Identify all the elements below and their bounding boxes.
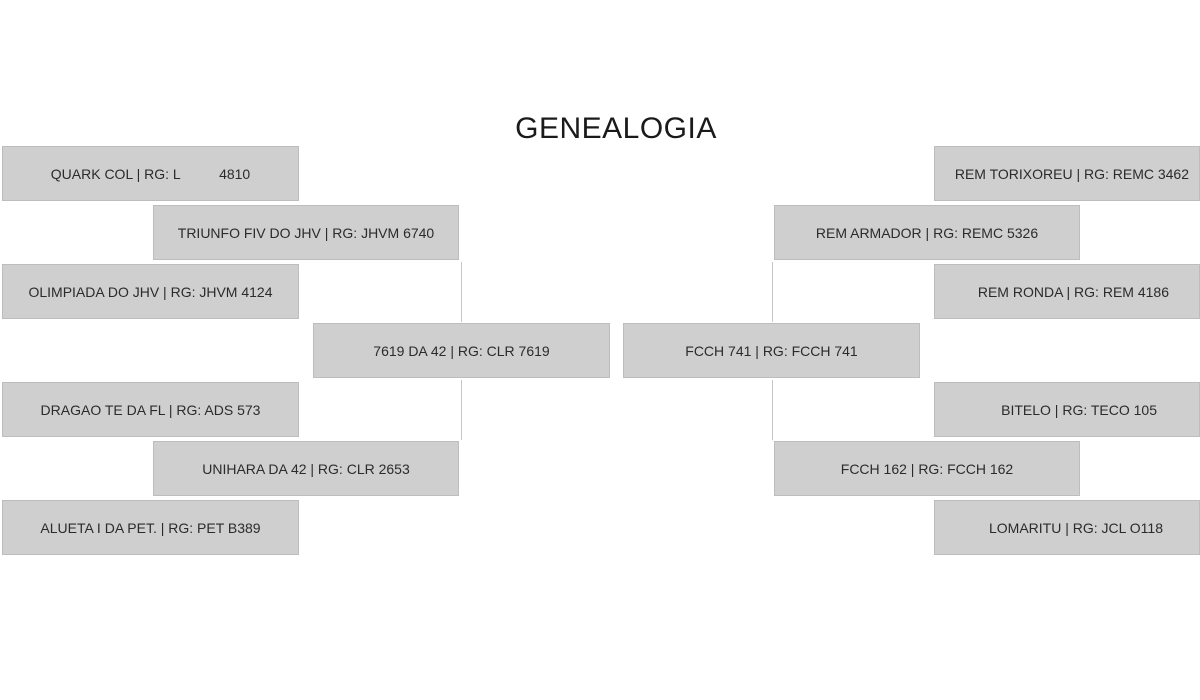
- left-upper-connector: [461, 262, 462, 322]
- left-dam-node: UNIHARA DA 42 | RG: CLR 2653: [153, 441, 459, 496]
- right-sire-dam-node: REM RONDA | RG: REM 4186: [934, 264, 1200, 319]
- right-lower-connector: [772, 380, 773, 440]
- left-sire-dam-node: OLIMPIADA DO JHV | RG: JHVM 4124: [2, 264, 299, 319]
- left-dam-dam-node: ALUETA I DA PET. | RG: PET B389: [2, 500, 299, 555]
- right-sire-sire-node: REM TORIXOREU | RG: REMC 3462: [934, 146, 1200, 201]
- right-subject-node: FCCH 741 | RG: FCCH 741: [623, 323, 920, 378]
- left-subject-node: 7619 DA 42 | RG: CLR 7619: [313, 323, 610, 378]
- right-upper-connector: [772, 262, 773, 322]
- left-sire-node: TRIUNFO FIV DO JHV | RG: JHVM 6740: [153, 205, 459, 260]
- left-dam-sire-node: DRAGAO TE DA FL | RG: ADS 573: [2, 382, 299, 437]
- left-lower-connector: [461, 380, 462, 440]
- right-sire-node: REM ARMADOR | RG: REMC 5326: [774, 205, 1080, 260]
- right-dam-dam-node: LOMARITU | RG: JCL O118: [934, 500, 1200, 555]
- right-dam-sire-node: BITELO | RG: TECO 105: [934, 382, 1200, 437]
- right-dam-node: FCCH 162 | RG: FCCH 162: [774, 441, 1080, 496]
- left-sire-sire-node: QUARK COL | RG: L 4810: [2, 146, 299, 201]
- page-title: GENEALOGIA: [515, 112, 717, 145]
